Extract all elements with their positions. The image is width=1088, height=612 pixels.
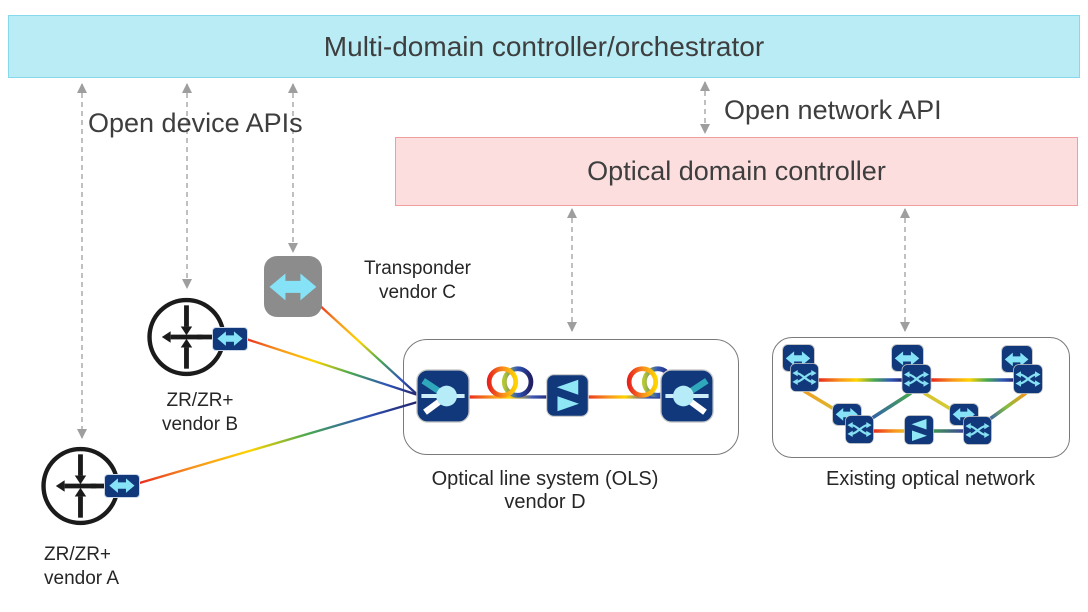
transceiver-icon-vendor-a (104, 474, 140, 498)
fiber-coil-icon-1 (486, 363, 536, 401)
optical-switch-icon (845, 415, 874, 444)
link-router-b-ols (242, 336, 422, 398)
optical-switch-icon (901, 364, 932, 394)
roadm-icon-left (416, 369, 470, 423)
multi-domain-controller-banner: Multi-domain controller/orchestrator (8, 15, 1080, 78)
double-arrow-icon (216, 330, 244, 347)
transponder-c-label-line1: Transponder (363, 258, 472, 279)
transponder-c-label-line2: vendor C (378, 281, 457, 303)
router-a-label-line1: ZR/ZR+ (44, 544, 112, 565)
roadm-icon-right (660, 369, 714, 423)
router-b-label: ZR/ZR+ vendor B (145, 389, 255, 437)
existing-network-label: Existing optical network (826, 468, 1035, 490)
optical-domain-controller-banner: Optical domain controller (395, 137, 1078, 206)
router-a-label: ZR/ZR+ vendor A (44, 543, 119, 591)
amplifier-icon-ols (546, 374, 589, 417)
router-b-label-line2: vendor B (161, 413, 239, 435)
router-a-label-line2: vendor A (44, 567, 119, 589)
optical-switch-icon (1013, 364, 1043, 394)
transponder-c-label: Transponder vendor C (355, 257, 480, 305)
transceiver-icon-vendor-b (212, 327, 248, 351)
ols-label-line2: vendor D (504, 491, 586, 513)
optical-switch-icon (963, 416, 992, 445)
open-device-apis-label: Open device APIs (88, 108, 303, 138)
open-network-api-label: Open network API (724, 95, 942, 125)
multi-domain-controller-label: Multi-domain controller/orchestrator (323, 30, 765, 62)
ols-label-line1: Optical line system (OLS) (431, 468, 659, 490)
optical-switch-icon (790, 363, 819, 392)
ols-label: Optical line system (OLS) vendor D (425, 468, 665, 514)
router-b-label-line1: ZR/ZR+ (166, 390, 234, 411)
transponder-icon-vendor-c (264, 256, 322, 317)
double-arrow-icon (108, 477, 136, 494)
amplifier-icon-mesh (904, 415, 934, 445)
optical-domain-controller-label: Optical domain controller (587, 156, 886, 186)
double-arrow-icon (268, 268, 318, 306)
